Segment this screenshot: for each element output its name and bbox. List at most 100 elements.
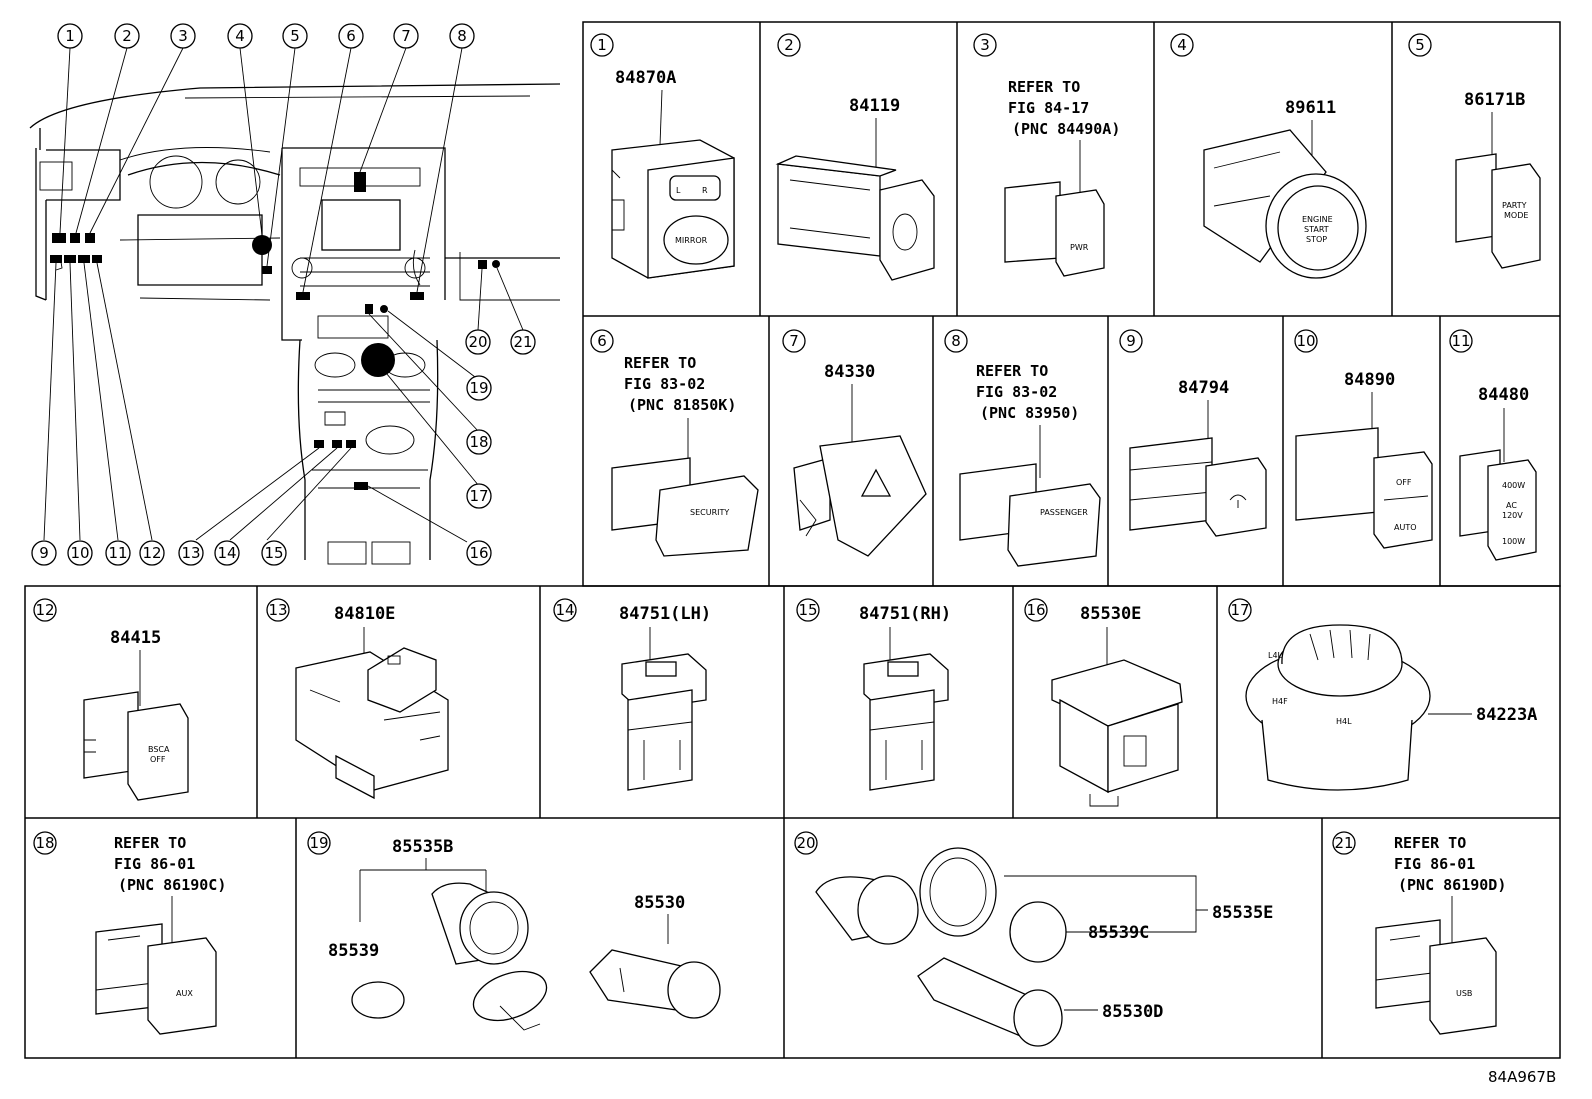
ref-line-1: REFER TO bbox=[976, 362, 1048, 380]
face-label-400w: 400W bbox=[1502, 481, 1525, 490]
cell-number: 5 bbox=[1415, 36, 1425, 54]
part-number-85535E: 85535E bbox=[1212, 903, 1273, 923]
ref-line-2: FIG 83-02 bbox=[624, 375, 705, 393]
part-number-85539C: 85539C bbox=[1088, 923, 1149, 943]
part-number-84480: 84480 bbox=[1478, 385, 1529, 405]
mirror-switch-illustration: L R MIRROR bbox=[611, 139, 735, 279]
face-label-bsca: BSCA bbox=[148, 745, 170, 754]
cell-20: 20 85535E 85539C 85530D bbox=[794, 831, 1273, 1047]
wiper-deicer-switch-illustration bbox=[1129, 437, 1267, 537]
callout-4: 4 bbox=[235, 27, 245, 45]
cell-number: 1 bbox=[597, 36, 607, 54]
face-label-engine: ENGINE bbox=[1302, 215, 1333, 224]
part-number-84751-lh: 84751(LH) bbox=[619, 604, 711, 624]
face-label-aux: AUX bbox=[176, 989, 193, 998]
part-number-85530D: 85530D bbox=[1102, 1002, 1163, 1022]
cell-21: 21 REFER TO FIG 86-01 (PNC 86190D) USB bbox=[1332, 831, 1506, 1035]
switch-markers bbox=[50, 172, 500, 490]
callout-12: 12 bbox=[142, 544, 161, 562]
dashboard-outline bbox=[29, 83, 561, 565]
cell-number: 11 bbox=[1451, 332, 1470, 350]
cell-1: 1 84870A L R MIRROR bbox=[590, 33, 735, 279]
cell-11: 11 84480 400W AC 120V 100W bbox=[1449, 329, 1537, 561]
seat-heater-rh-switch-illustration bbox=[863, 653, 949, 791]
callout-19: 19 bbox=[469, 379, 488, 397]
face-label-security: SECURITY bbox=[690, 508, 729, 517]
callout-11: 11 bbox=[108, 544, 127, 562]
face-label-mirror: MIRROR bbox=[675, 236, 708, 245]
lighter-d-illustration bbox=[917, 957, 1063, 1047]
cell-number: 10 bbox=[1296, 332, 1315, 350]
aux-jack-illustration: AUX bbox=[95, 923, 217, 1035]
ref-line-3: (PNC 86190D) bbox=[1398, 876, 1506, 894]
ref-line-3: (PNC 86190C) bbox=[118, 876, 226, 894]
cell-15: 15 84751(RH) bbox=[796, 598, 951, 791]
face-label-off: OFF bbox=[150, 755, 166, 764]
ref-line-1: REFER TO bbox=[1394, 834, 1466, 852]
ref-line-2: FIG 86-01 bbox=[1394, 855, 1475, 873]
cell-6: 6 REFER TO FIG 83-02 (PNC 81850K) SECURI… bbox=[590, 329, 759, 557]
part-number-85539: 85539 bbox=[328, 941, 379, 961]
ref-line-3: (PNC 83950) bbox=[980, 404, 1079, 422]
cell-number: 7 bbox=[789, 332, 799, 350]
cell-18: 18 REFER TO FIG 86-01 (PNC 86190C) AUX bbox=[33, 831, 226, 1035]
window-master-switch-illustration bbox=[295, 647, 449, 800]
cell-number: 9 bbox=[1126, 332, 1136, 350]
cell-number: 4 bbox=[1177, 36, 1187, 54]
face-label-ac: AC bbox=[1506, 501, 1517, 510]
cell-13: 13 84810E bbox=[266, 598, 449, 800]
cell-5: 5 86171B PARTY MODE bbox=[1408, 33, 1541, 269]
socket-and-lid-illustration bbox=[815, 847, 997, 945]
callout-15: 15 bbox=[264, 544, 283, 562]
part-number-84751-rh: 84751(RH) bbox=[859, 604, 951, 624]
cell-number: 15 bbox=[798, 601, 817, 619]
face-label-l4l: L4L bbox=[1268, 651, 1283, 660]
hazard-switch-illustration bbox=[793, 435, 927, 557]
cell-number: 17 bbox=[1230, 601, 1249, 619]
face-label-h4l: H4L bbox=[1336, 717, 1352, 726]
cell-17: 17 84223A L4L H4F H4L bbox=[1228, 598, 1537, 791]
ref-line-2: FIG 86-01 bbox=[114, 855, 195, 873]
face-label-stop: STOP bbox=[1306, 235, 1327, 244]
callout-8: 8 bbox=[457, 27, 467, 45]
callout-13: 13 bbox=[181, 544, 200, 562]
callout-14: 14 bbox=[217, 544, 236, 562]
ref-line-3: (PNC 81850K) bbox=[628, 396, 736, 414]
part-number-84330: 84330 bbox=[824, 362, 875, 382]
face-label-auto: AUTO bbox=[1394, 523, 1417, 532]
cell-number: 21 bbox=[1334, 834, 1353, 852]
cell-10: 10 84890 OFF AUTO bbox=[1294, 329, 1433, 549]
ref-line-2: FIG 84-17 bbox=[1008, 99, 1089, 117]
ref-line-2: FIG 83-02 bbox=[976, 383, 1057, 401]
cell-9: 9 84794 bbox=[1119, 329, 1267, 537]
cell-14: 14 84751(LH) bbox=[553, 598, 711, 791]
bsca-off-switch-illustration: BSCA OFF bbox=[83, 691, 189, 801]
callout-20: 20 bbox=[468, 333, 487, 351]
cell-4: 4 89611 ENGINE START STOP bbox=[1170, 33, 1367, 279]
face-label-start: START bbox=[1304, 225, 1329, 234]
cell-number: 8 bbox=[951, 332, 961, 350]
part-number-84810E: 84810E bbox=[334, 604, 395, 624]
face-label-pwr: PWR bbox=[1070, 243, 1089, 252]
4wd-selector-dial-illustration: L4L H4F H4L bbox=[1245, 624, 1431, 791]
cell-number: 18 bbox=[35, 834, 54, 852]
cell-number: 13 bbox=[268, 601, 287, 619]
part-number-84223A: 84223A bbox=[1476, 705, 1537, 725]
cell-2: 2 84119 bbox=[775, 33, 935, 281]
cell-number: 2 bbox=[784, 36, 794, 54]
cell-8: 8 REFER TO FIG 83-02 (PNC 83950) PASSENG… bbox=[944, 329, 1101, 567]
face-label-l: L bbox=[676, 186, 681, 195]
callout-3: 3 bbox=[178, 27, 188, 45]
part-number-85535B: 85535B bbox=[392, 837, 453, 857]
cell-19: 19 85535B 85539 85530 bbox=[307, 831, 721, 1031]
part-number-85530E: 85530E bbox=[1080, 604, 1141, 624]
callout-2: 2 bbox=[122, 27, 132, 45]
face-label-h4f: H4F bbox=[1272, 697, 1288, 706]
cell-3: 3 REFER TO FIG 84-17 (PNC 84490A) PWR bbox=[973, 33, 1120, 277]
part-number-85530: 85530 bbox=[634, 893, 685, 913]
callout-7: 7 bbox=[401, 27, 411, 45]
part-number-89611: 89611 bbox=[1285, 98, 1336, 118]
callout-18: 18 bbox=[469, 433, 488, 451]
socket-cap-c-illustration bbox=[1009, 901, 1067, 963]
